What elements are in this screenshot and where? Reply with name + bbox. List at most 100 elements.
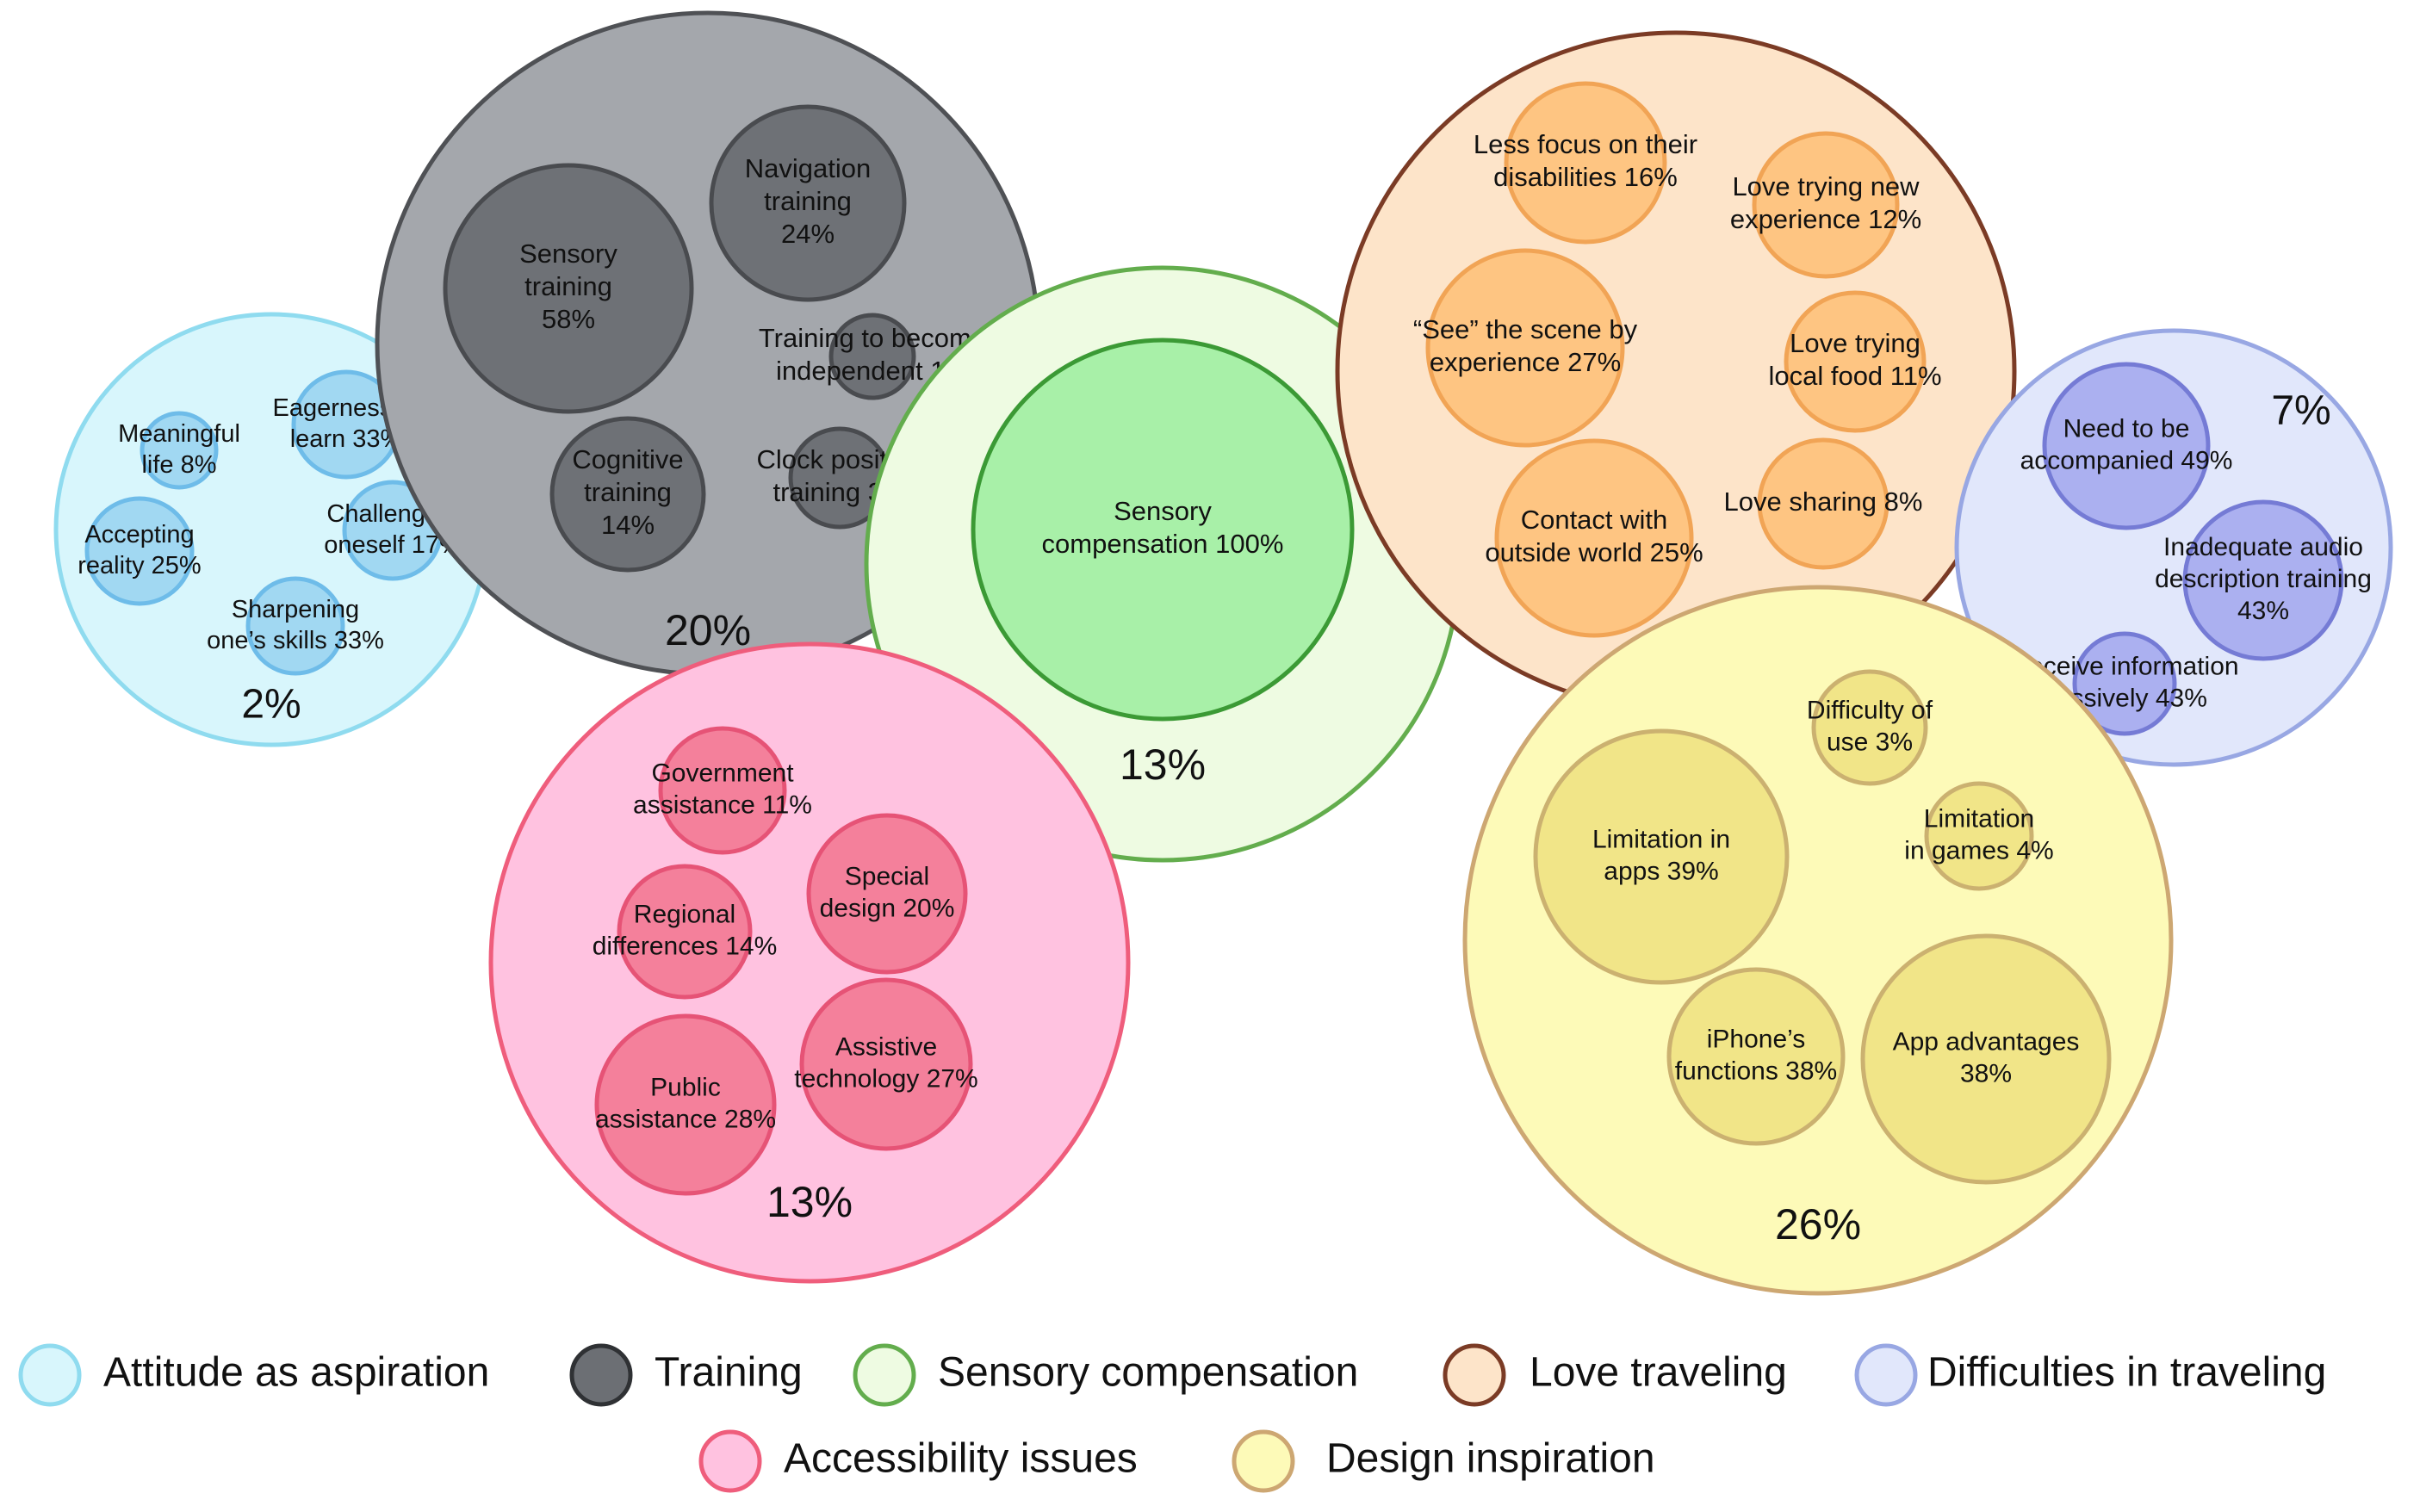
- child-bubble-love-trying-local-food-11pct-label-line: local food 11%: [1768, 361, 1941, 391]
- child-bubble-less-focus-on-their-disabilities-16pct-label-line: disabilities 16%: [1493, 162, 1678, 192]
- child-bubble-special-design-20pct-label: Special design 20%: [820, 862, 955, 922]
- child-bubble-see-the-scene-by-experience-27pct: [1425, 248, 1625, 448]
- child-bubble-special-design-20pct-label-line: Special: [845, 862, 929, 890]
- child-bubble-meaningful-life-8pct: [140, 411, 219, 490]
- child-bubble-sharpening-ones-skills-33pct: [245, 576, 345, 676]
- child-bubble-limitation-in-games-4pct-label-line: Limitation: [1924, 804, 2034, 833]
- child-bubble-public-assistance-28pct-label-line: Public: [650, 1073, 721, 1101]
- child-bubble-cognitive-training-14pct-label-line: 14%: [601, 510, 655, 540]
- child-bubble-app-advantages-38pct: [1860, 933, 2112, 1185]
- child-bubble-special-design-20pct: [806, 813, 968, 975]
- child-bubble-sensory-training-58pct-label-line: training: [524, 271, 612, 301]
- child-bubble-inadequate-audio-description-training-43pct-label-line: Inadequate audio: [2163, 533, 2363, 561]
- child-bubble-iphones-functions-38pct-label-line: functions 38%: [1675, 1057, 1837, 1085]
- child-bubble-assistive-technology-27pct-label-line: technology 27%: [794, 1064, 978, 1093]
- child-bubble-accepting-reality-25pct-label-line: Accepting: [84, 521, 194, 548]
- child-bubble-difficulty-of-use-3pct: [1811, 669, 1928, 786]
- child-bubble-inadequate-audio-description-training-43pct: [2182, 499, 2344, 661]
- child-bubble-eagerness-to-learn-33pct-label-line: learn 33%: [290, 424, 403, 452]
- child-bubble-navigation-training-24pct: [709, 104, 907, 302]
- legend-swatch-love-traveling: [1443, 1343, 1506, 1407]
- child-bubble-app-advantages-38pct-label-line: 38%: [1960, 1059, 2012, 1088]
- legend-item-love-traveling: Love traveling: [1443, 1343, 1787, 1407]
- child-bubble-love-trying-new-experience-12pct-label-line: Love trying new: [1732, 171, 1920, 201]
- child-bubble-receive-information-passively-43pct: [2072, 631, 2177, 736]
- child-bubble-love-sharing-8pct: [1757, 437, 1889, 570]
- child-bubble-accepting-reality-25pct: [84, 496, 195, 606]
- child-bubble-accepting-reality-25pct-label: Accepting reality 25%: [78, 521, 201, 579]
- child-bubble-sensory-compensation-100pct-label-line: compensation 100%: [1042, 529, 1284, 559]
- child-bubble-difficulty-of-use-3pct-label-line: use 3%: [1827, 728, 1913, 756]
- child-bubble-iphones-functions-38pct-label-line: iPhone’s: [1707, 1025, 1806, 1053]
- legend-label-training: Training: [655, 1350, 803, 1396]
- child-bubble-government-assistance-11pct-label-line: Government: [651, 759, 794, 787]
- legend-item-attitude-as-aspiration: Attitude as aspiration: [18, 1343, 489, 1407]
- group-percent-accessibility-issues: 13%: [766, 1178, 853, 1226]
- child-bubble-need-to-be-accompanied-49pct: [2042, 362, 2211, 530]
- child-bubble-contact-with-outside-world-25pct-label-line: Contact with: [1521, 505, 1668, 535]
- child-bubble-iphones-functions-38pct-label: iPhone’s functions 38%: [1675, 1025, 1837, 1085]
- child-bubble-assistive-technology-27pct-label-line: Assistive: [835, 1032, 937, 1061]
- legend-item-difficulties-in-traveling: Difficulties in traveling: [1854, 1343, 2326, 1407]
- child-bubble-meaningful-life-8pct-label-line: Meaningful: [118, 420, 240, 448]
- child-bubble-limitation-in-games-4pct-label: Limitation in games 4%: [1904, 804, 2053, 864]
- legend-swatch-accessibility-issues: [698, 1429, 762, 1493]
- child-bubble-limitation-in-apps-39pct-label-line: Limitation in: [1592, 825, 1730, 853]
- child-bubble-accepting-reality-25pct-label-line: reality 25%: [78, 551, 201, 579]
- child-bubble-iphones-functions-38pct: [1666, 967, 1846, 1146]
- child-bubble-love-sharing-8pct-label-line: Love sharing 8%: [1724, 486, 1923, 517]
- child-bubble-navigation-training-24pct-label-line: Navigation: [745, 153, 871, 183]
- child-bubble-regional-differences-14pct-label-line: Regional: [634, 900, 735, 928]
- child-bubble-sensory-compensation-100pct: [971, 338, 1355, 722]
- child-bubble-inadequate-audio-description-training-43pct-label-line: 43%: [2237, 597, 2289, 625]
- group-percent-sensory-compensation: 13%: [1120, 741, 1206, 789]
- legend-swatch-training: [569, 1343, 633, 1407]
- child-bubble-public-assistance-28pct: [594, 1013, 777, 1196]
- legend-label-design-inspiration: Design inspiration: [1326, 1436, 1655, 1482]
- child-bubble-sensory-training-58pct-label-line: 58%: [542, 304, 595, 334]
- child-bubble-need-to-be-accompanied-49pct-label-line: Need to be: [2063, 414, 2190, 443]
- group-percent-attitude-as-aspiration: 2%: [241, 682, 301, 728]
- child-bubble-see-the-scene-by-experience-27pct-label-line: experience 27%: [1430, 347, 1621, 377]
- child-bubble-sharpening-ones-skills-33pct-label-line: Sharpening: [232, 596, 359, 623]
- group-percent-design-inspiration: 26%: [1775, 1200, 1861, 1249]
- child-bubble-inadequate-audio-description-training-43pct-label-line: description training: [2155, 565, 2372, 593]
- legend-item-accessibility-issues: Accessibility issues: [698, 1429, 1138, 1493]
- legend-label-attitude-as-aspiration: Attitude as aspiration: [103, 1350, 489, 1396]
- child-bubble-limitation-in-games-4pct: [1924, 781, 2034, 891]
- child-bubble-training-to-become-independent-1pct-label-line: Training to become: [759, 323, 986, 353]
- child-bubble-sensory-training-58pct: [443, 163, 694, 414]
- child-bubble-love-trying-local-food-11pct: [1784, 290, 1927, 433]
- child-bubble-special-design-20pct-label-line: design 20%: [820, 894, 955, 922]
- child-bubble-public-assistance-28pct-label-line: assistance 28%: [595, 1105, 776, 1133]
- legend-swatch-sensory-compensation: [853, 1343, 916, 1407]
- child-bubble-limitation-in-apps-39pct: [1533, 728, 1790, 985]
- child-bubble-training-to-become-independent-1pct: [828, 313, 916, 400]
- legend-swatch-design-inspiration: [1232, 1429, 1295, 1493]
- child-bubble-cognitive-training-14pct-label-line: Cognitive: [572, 444, 683, 474]
- child-bubble-limitation-in-games-4pct-label-line: in games 4%: [1904, 836, 2053, 864]
- child-bubble-sensory-training-58pct-label-line: Sensory: [519, 239, 617, 269]
- child-bubble-cognitive-training-14pct: [549, 416, 706, 573]
- child-bubble-less-focus-on-their-disabilities-16pct-label-line: Less focus on their: [1474, 129, 1697, 159]
- legend-label-love-traveling: Love traveling: [1530, 1350, 1787, 1396]
